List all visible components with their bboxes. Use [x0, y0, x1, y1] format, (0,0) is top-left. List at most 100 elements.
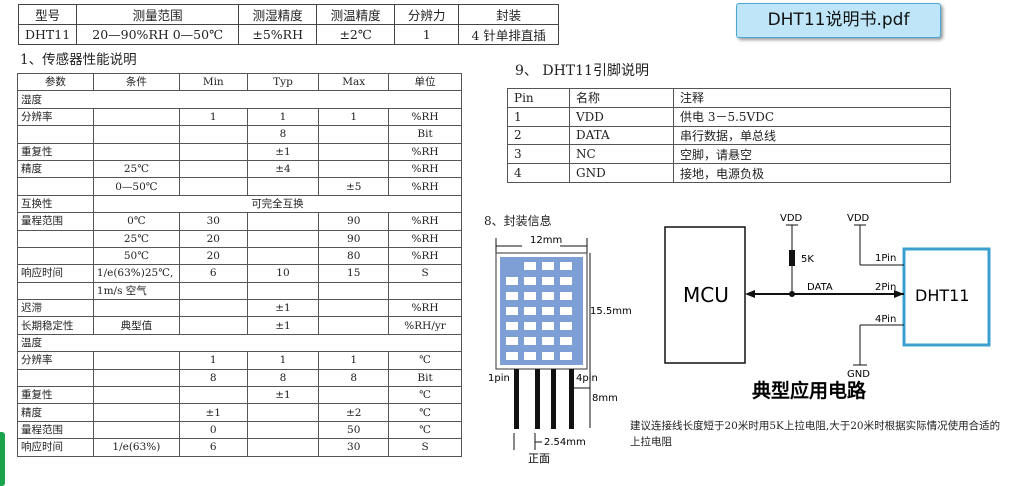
- data-label: DATA: [807, 282, 833, 293]
- pin-cell: 供电 3－5.5VDC: [673, 106, 951, 127]
- perf-cell: Bit: [388, 125, 462, 144]
- perf-row: 精度±1±2℃: [17, 403, 462, 422]
- perf-cell: [92, 368, 180, 388]
- perf-cell: [92, 403, 180, 422]
- perf-cell: [17, 281, 94, 301]
- perf-cell: 量程范围: [17, 420, 94, 440]
- perf-cell: ℃: [388, 403, 462, 422]
- perf-cell: [246, 403, 320, 422]
- pin4-label: 4Pin: [875, 314, 896, 325]
- data-arrow-right: [894, 290, 904, 298]
- pdf-title-label[interactable]: DHT11说明书.pdf: [736, 3, 941, 38]
- perf-cell: %RH/yr: [388, 316, 462, 335]
- perf-cell: 1: [246, 107, 320, 127]
- perf-cell: 分辨率: [17, 351, 94, 370]
- pin-cell: 名称: [569, 88, 674, 108]
- perf-cell: [92, 386, 180, 405]
- data-arrow-left: [745, 290, 755, 298]
- perf-cell: 响应时间: [17, 438, 94, 457]
- pin-2: [535, 369, 540, 429]
- perf-cell: ±5: [318, 177, 390, 196]
- spec-table: 型号 测量范围 测湿精度 测温精度 分辨力 封装 DHT11 20—90%RH …: [17, 4, 560, 45]
- perf-cell: [388, 281, 462, 301]
- spec-header: 测量范围: [76, 4, 240, 25]
- vdd1-label: VDD: [780, 213, 803, 224]
- grille-slot: [560, 307, 572, 315]
- perf-row: 互换性可完全互换: [17, 194, 463, 214]
- perf-cell: ±2: [318, 403, 390, 422]
- perf-cell: 温度: [17, 333, 462, 353]
- perf-cell: [17, 246, 94, 266]
- circuit-title: 典型应用电路: [752, 379, 867, 402]
- pin2-label: 2Pin: [875, 282, 896, 293]
- perf-cell: [318, 159, 390, 179]
- pin-3: [551, 369, 556, 429]
- pin-cell: Pin: [507, 88, 570, 108]
- sensor-grille: [506, 262, 572, 360]
- grille-slot: [542, 352, 554, 360]
- grille-slot: [506, 322, 518, 330]
- spec-cell: 4 针单排直插: [458, 24, 560, 45]
- junction-dot: [789, 291, 795, 297]
- section-8-title: 8、封装信息: [484, 214, 552, 228]
- height-label: 15.5mm: [590, 306, 632, 317]
- perf-header: 单位: [388, 72, 462, 92]
- perf-cell: [92, 351, 180, 370]
- grille-slot: [524, 277, 536, 285]
- width-label: 12mm: [530, 235, 562, 246]
- grille-slot: [506, 292, 518, 300]
- perf-header: 条件: [92, 72, 180, 92]
- section-9-title: 9、 DHT11引脚说明: [515, 63, 649, 79]
- perf-cell: 10: [246, 264, 320, 283]
- perf-cell: [92, 142, 180, 161]
- resistor: [789, 250, 795, 266]
- perf-cell: [178, 177, 248, 196]
- grille-slot: [524, 322, 536, 330]
- grille-slot: [524, 262, 536, 270]
- spec-cell: DHT11: [17, 24, 78, 45]
- perf-row: 1m/s 空气: [17, 281, 462, 301]
- grille-slot: [542, 322, 554, 330]
- perf-cell: ±4: [246, 159, 320, 179]
- perf-cell: 1: [318, 351, 390, 370]
- perf-cell: 重复性: [17, 386, 94, 405]
- pin-cell: 4: [507, 163, 570, 183]
- pin-cell: GND: [569, 163, 674, 183]
- pin-cell: 2: [507, 125, 570, 146]
- grille-slot: [506, 337, 518, 345]
- perf-row: 迟滞±1%RH: [17, 299, 462, 318]
- spec-cell: ±5%RH: [238, 24, 318, 45]
- spec-row: DHT11 20—90%RH 0—50℃ ±5%RH ±2℃ 1 4 针单排直插: [17, 24, 560, 45]
- perf-cell: 精度: [17, 403, 94, 422]
- pin-length-label: 8mm: [592, 393, 618, 404]
- perf-cell: 响应时间: [17, 264, 94, 283]
- perf-cell: [178, 159, 248, 179]
- grille-slot: [560, 337, 572, 345]
- pitch-label: 2.54mm: [544, 437, 586, 448]
- perf-cell: [178, 142, 248, 161]
- perf-cell: 8: [246, 368, 320, 388]
- perf-cell: [178, 281, 248, 301]
- perf-cell: [246, 246, 320, 266]
- perf-cell: [178, 299, 248, 318]
- perf-cell: 重复性: [17, 142, 94, 161]
- perf-cell: [92, 299, 180, 318]
- grille-slot: [542, 277, 554, 285]
- perf-cell: [246, 212, 320, 231]
- grille-slot: [542, 337, 554, 345]
- spec-header: 封装: [458, 4, 560, 25]
- grille-slot: [506, 277, 518, 285]
- perf-cell: [246, 281, 320, 301]
- pin-cell: VDD: [569, 106, 674, 127]
- perf-cell: 1: [318, 107, 390, 127]
